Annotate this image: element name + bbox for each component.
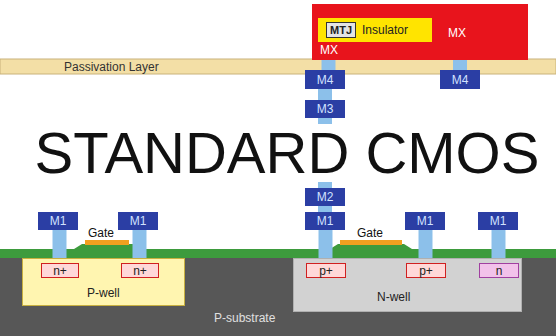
diffusion-box: n+ xyxy=(41,263,79,278)
insulator-layer: Insulator MTJ xyxy=(318,18,432,42)
p-well: P-well n+ n+ xyxy=(22,258,185,306)
gate-label: Gate xyxy=(357,227,383,239)
diffusion-box: n+ xyxy=(121,263,159,278)
metal-box: M1 xyxy=(405,212,445,230)
diffusion-box: p+ xyxy=(406,263,446,278)
via-connector xyxy=(318,89,332,100)
gate-poly xyxy=(340,240,402,245)
node-label: M1 xyxy=(50,215,67,227)
node-label: Passivation Layer xyxy=(64,61,159,73)
metal-box: M2 xyxy=(305,188,345,206)
node-label: p+ xyxy=(319,265,333,277)
via-connector xyxy=(453,60,467,70)
node-label: MX xyxy=(320,44,338,56)
node-label: p+ xyxy=(419,265,433,277)
node-label: MTJ xyxy=(330,25,352,36)
metal-mx-layer: MX xyxy=(312,42,374,58)
node-label: M1 xyxy=(417,215,434,227)
node-label: n xyxy=(496,265,503,277)
mtj-box: MTJ xyxy=(326,22,356,38)
node-label: P-well xyxy=(87,287,120,299)
field-oxide xyxy=(0,244,556,258)
node-label: M4 xyxy=(452,74,469,86)
node-label: M1 xyxy=(490,215,507,227)
n-tap-box: n xyxy=(479,263,519,278)
node-label: n+ xyxy=(53,265,67,277)
node-label: M2 xyxy=(317,191,334,203)
metal-box: M1 xyxy=(305,212,345,230)
diffusion-box: p+ xyxy=(306,263,346,278)
node-label: M3 xyxy=(317,103,334,115)
gate-label: Gate xyxy=(88,227,114,239)
n-well: N-well p+ p+ n xyxy=(293,258,522,312)
metal-box: M4 xyxy=(305,70,345,89)
node-label: P-substrate xyxy=(214,312,275,324)
p-substrate: P-substrate P-well n+ n+ N-well p+ p+ n xyxy=(0,258,556,336)
node-label: M1 xyxy=(317,215,334,227)
metal-box: M1 xyxy=(38,212,78,230)
metal-box: M1 xyxy=(118,212,158,230)
node-label: N-well xyxy=(377,291,410,303)
node-label: M4 xyxy=(317,74,334,86)
metal-mx-layer: MX Insulator MTJ MX xyxy=(312,4,528,60)
metal-box: M1 xyxy=(478,212,518,230)
overlay-title: STANDARD CMOS xyxy=(33,124,542,182)
node-label: M1 xyxy=(130,215,147,227)
node-label: MX xyxy=(448,27,466,39)
node-label: Insulator xyxy=(362,24,408,36)
metal-box: M4 xyxy=(440,70,480,89)
gate-poly xyxy=(85,240,129,245)
node-label: n+ xyxy=(133,265,147,277)
metal-box: M3 xyxy=(305,100,345,118)
